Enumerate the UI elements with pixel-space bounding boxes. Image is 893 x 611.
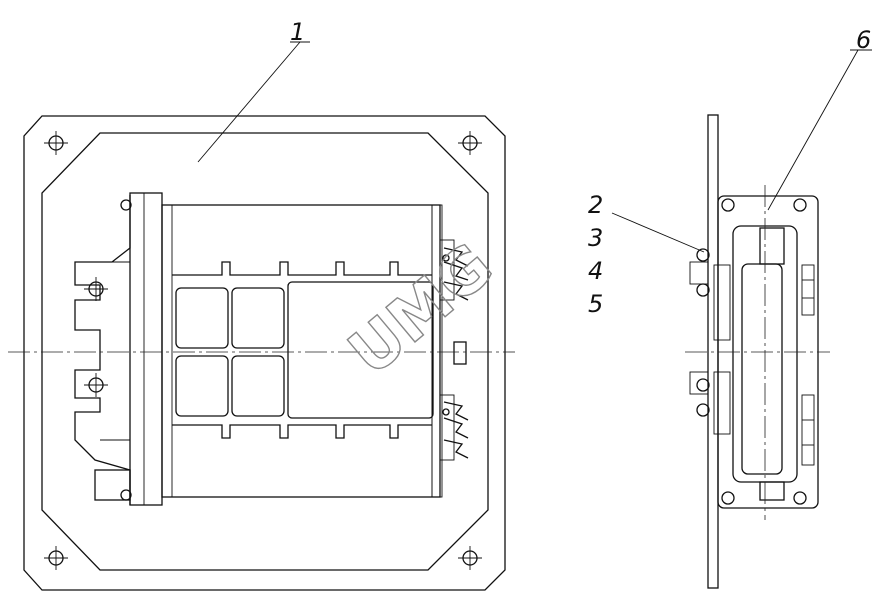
side-terminal-upper (801, 264, 815, 316)
window-panel-4 (231, 355, 285, 417)
left-foot-block (94, 469, 131, 501)
side-screw-3 (721, 491, 735, 505)
body-flange (129, 192, 163, 506)
upper-fin-row (172, 261, 432, 276)
leader-line-6 (767, 49, 859, 211)
right-terminal-block (439, 239, 469, 461)
mounting-plate-outline (23, 115, 506, 591)
side-bottom-tab (759, 481, 785, 501)
relay-housing (161, 204, 441, 498)
mounting-hole-top-right (458, 131, 482, 155)
lower-fin-row (172, 424, 432, 439)
watermark: UMG (335, 229, 507, 390)
side-view (685, 114, 830, 589)
right-stub (453, 341, 467, 365)
callout-number-1: 1 (290, 18, 305, 46)
mounting-hole-top-left (44, 131, 68, 155)
large-panel (287, 281, 434, 419)
side-fastener-group-lower (689, 371, 731, 435)
side-screw-2 (793, 198, 807, 212)
side-screw-4 (793, 491, 807, 505)
side-fastener-group-upper (689, 248, 731, 341)
leader-line-1 (197, 41, 301, 163)
window-panel-2 (231, 287, 285, 349)
left-connector-bracket (74, 195, 131, 505)
callout-number-3: 3 (588, 224, 603, 252)
mounting-hole-bottom-right (458, 546, 482, 570)
side-screw-1 (721, 198, 735, 212)
flange-rivet-top (120, 199, 132, 211)
side-terminal-lower (801, 394, 815, 466)
side-plate (707, 114, 719, 589)
side-window-inner (741, 263, 783, 475)
inner-panel-outline (41, 132, 489, 571)
window-panel-3 (175, 355, 229, 417)
window-panel-1 (175, 287, 229, 349)
callout-number-5: 5 (588, 290, 603, 318)
callout-number-4: 4 (588, 257, 603, 285)
flange-rivet-bottom (120, 489, 132, 501)
callout-number-6: 6 (856, 26, 871, 54)
left-screw-upper (84, 277, 108, 301)
mounting-hole-bottom-left (44, 546, 68, 570)
left-screw-lower (84, 373, 108, 397)
leader-line-2 (611, 212, 705, 253)
side-top-tab (759, 227, 785, 265)
front-view (8, 115, 515, 591)
callout-number-2: 2 (588, 191, 603, 219)
